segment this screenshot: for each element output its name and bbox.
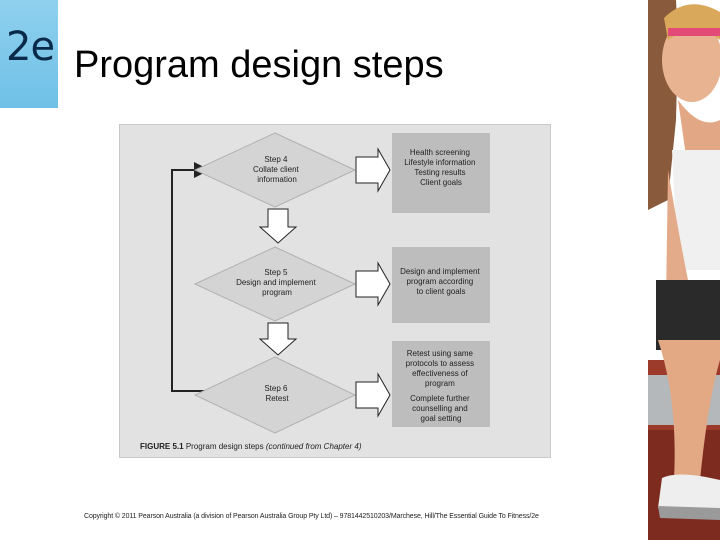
outcome-box-step-4: [392, 133, 490, 213]
outcome-5-line-3: to client goals: [417, 287, 466, 296]
outcome-6-line-3: effectiveness of: [412, 369, 468, 378]
feedback-loop-arrow: [171, 162, 215, 392]
outcome-box-step-5: [392, 247, 490, 323]
down-arrow-5-to-6: [258, 322, 298, 356]
down-arrow-4-to-5: [258, 208, 298, 244]
outcome-box-step-6: [392, 341, 490, 427]
outcome-5-line-1: Design and implement: [400, 267, 480, 276]
svg-text:Health screening Lifesty: Health screening Lifestyle information T…: [404, 148, 477, 187]
step-6-diamond: [193, 356, 357, 434]
step-4-line-1: Step 4: [264, 155, 288, 164]
outcome-6-line-7: goal setting: [421, 414, 462, 423]
athlete-photo-illustration: [648, 0, 720, 540]
slide-title: Program design steps: [74, 44, 444, 86]
svg-text:Step 4 Collate client: Step 4 Collate client information: [253, 155, 301, 184]
step-4-line-2: Collate client: [253, 165, 300, 174]
figure-caption-text: Program design steps: [185, 442, 264, 451]
step-4-line-3: information: [257, 175, 297, 184]
figure-caption-note: (continued from Chapter 4): [265, 442, 362, 451]
outcome-4-line-2: Lifestyle information: [404, 158, 475, 167]
svg-text:Retest using same protoc: Retest using same protocols to assess ef…: [406, 349, 477, 423]
figure-label: FIGURE 5.1: [140, 442, 184, 451]
step-5-line-1: Step 5: [264, 268, 288, 277]
figure-caption: FIGURE 5.1 Program design steps (continu…: [140, 442, 361, 451]
outcome-6-line-2: protocols to assess: [406, 359, 474, 368]
step-6-line-1: Step 6: [264, 384, 288, 393]
step-4-diamond: [193, 132, 357, 208]
outcome-4-line-1: Health screening: [410, 148, 470, 157]
svg-text:Step 6 Retest: Step 6 Retest: [264, 384, 289, 403]
edition-badge: 2e: [0, 0, 58, 108]
right-arrow-step-4: [355, 147, 391, 193]
outcome-6-line-4: program: [425, 379, 455, 388]
outcome-4-line-4: Client goals: [420, 178, 462, 187]
program-design-flowchart: Step 4 Collate client information Step 5…: [171, 132, 490, 434]
step-6-line-2: Retest: [265, 394, 289, 403]
svg-text:Step 5 Design and implem: Step 5 Design and implement program: [236, 268, 318, 297]
figure-5-1: Step 4 Collate client information Step 5…: [119, 124, 551, 458]
edition-badge-text: 2e: [6, 24, 55, 70]
outcome-4-line-3: Testing results: [414, 168, 465, 177]
step-5-diamond: [193, 246, 357, 322]
svg-text:Design and implement pro: Design and implement program according t…: [400, 267, 482, 296]
right-arrow-step-6: [355, 372, 391, 418]
outcome-6-line-6: counselling and: [412, 404, 468, 413]
step-5-line-2: Design and implement: [236, 278, 316, 287]
copyright-footer: Copyright © 2011 Pearson Australia (a di…: [84, 513, 539, 520]
outcome-6-line-1: Retest using same: [407, 349, 474, 358]
step-5-line-3: program: [262, 288, 292, 297]
outcome-6-line-5: Complete further: [410, 394, 470, 403]
right-arrow-step-5: [355, 261, 391, 307]
outcome-5-line-2: program according: [407, 277, 474, 286]
athlete-photo: [648, 0, 720, 540]
